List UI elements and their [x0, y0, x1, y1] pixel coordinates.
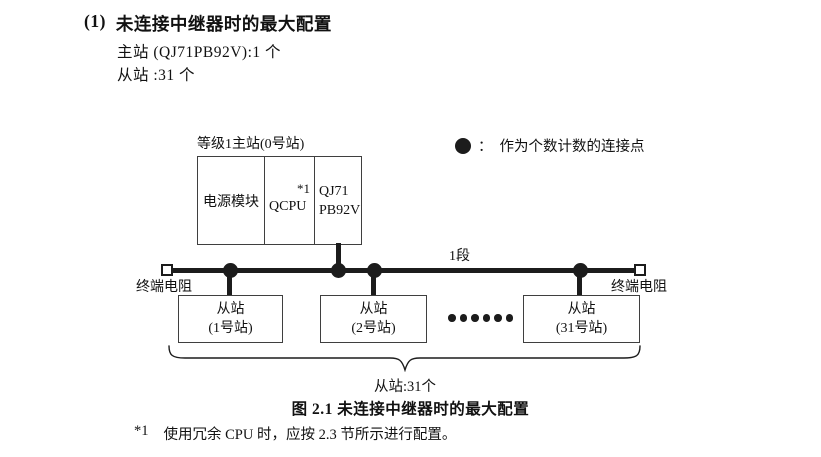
bus-segment-line: [172, 268, 634, 273]
slave1-station: (1号站): [208, 321, 253, 336]
footnote: *1 使用冗余 CPU 时，应按 2.3 节所示进行配置。: [134, 423, 456, 444]
pb92v-line1: QJ71: [319, 183, 349, 199]
slave1-name: 从站: [216, 302, 245, 317]
cpu-label: QCPU: [269, 199, 307, 214]
ellipsis-dots-icon: [448, 314, 513, 322]
figure-caption: 图 2.1 未连接中继器时的最大配置: [291, 401, 530, 418]
slave2-drop-line: [371, 270, 376, 296]
legend: ： 作为个数计数的连接点: [455, 135, 645, 156]
slave31-name: 从站: [567, 302, 596, 317]
connection-dot-master: [330, 263, 346, 278]
power-module-cell: 电源模块: [203, 194, 259, 210]
master-station-label: 等级1主站(0号站): [197, 137, 305, 152]
terminator-left-label: 终端电阻: [136, 280, 192, 295]
pb92v-cell: QJ71 PB92V: [315, 157, 361, 244]
slave-station-box-31: 从站 (31号站): [523, 295, 640, 343]
terminator-left-icon: [161, 264, 173, 276]
slave31-drop-line: [577, 270, 582, 296]
slave-station-box-2: 从站 (2号站): [320, 295, 427, 343]
slave2-name: 从站: [359, 302, 388, 317]
cpu-footnote-marker: *1: [297, 181, 310, 196]
section-title: 未连接中继器时的最大配置: [115, 14, 332, 34]
slave-group-count-label: 从站:31个: [374, 379, 437, 395]
slave-station-box-1: 从站 (1号站): [178, 295, 283, 343]
segment-label: 1段: [449, 249, 470, 264]
master-count-line: 主站 (QJ71PB92V):1 个: [117, 44, 282, 61]
section-heading: (1) 未连接中继器时的最大配置: [84, 11, 332, 36]
footnote-marker: *1: [134, 423, 149, 439]
cpu-cell: *1 QCPU: [264, 157, 315, 244]
master-station-box: 电源模块 *1 QCPU QJ71 PB92V: [197, 156, 362, 245]
slave1-drop-line: [227, 270, 232, 296]
slave31-station: (31号站): [555, 321, 608, 336]
slave-group-brace: [168, 345, 641, 372]
connection-point-icon: [455, 137, 471, 154]
terminator-right-label: 终端电阻: [611, 280, 667, 295]
section-number: (1): [84, 11, 106, 31]
footnote-text: 使用冗余 CPU 时，应按 2.3 节所示进行配置。: [163, 427, 457, 443]
slave2-station: (2号站): [351, 321, 396, 336]
legend-colon: ：: [478, 139, 493, 155]
legend-text: 作为个数计数的连接点: [499, 139, 645, 155]
pb92v-line2: PB92V: [319, 202, 361, 218]
terminator-right-icon: [634, 264, 646, 276]
slave-count-line: 从站 :31 个: [117, 67, 196, 84]
master-drop-line: [336, 243, 341, 270]
